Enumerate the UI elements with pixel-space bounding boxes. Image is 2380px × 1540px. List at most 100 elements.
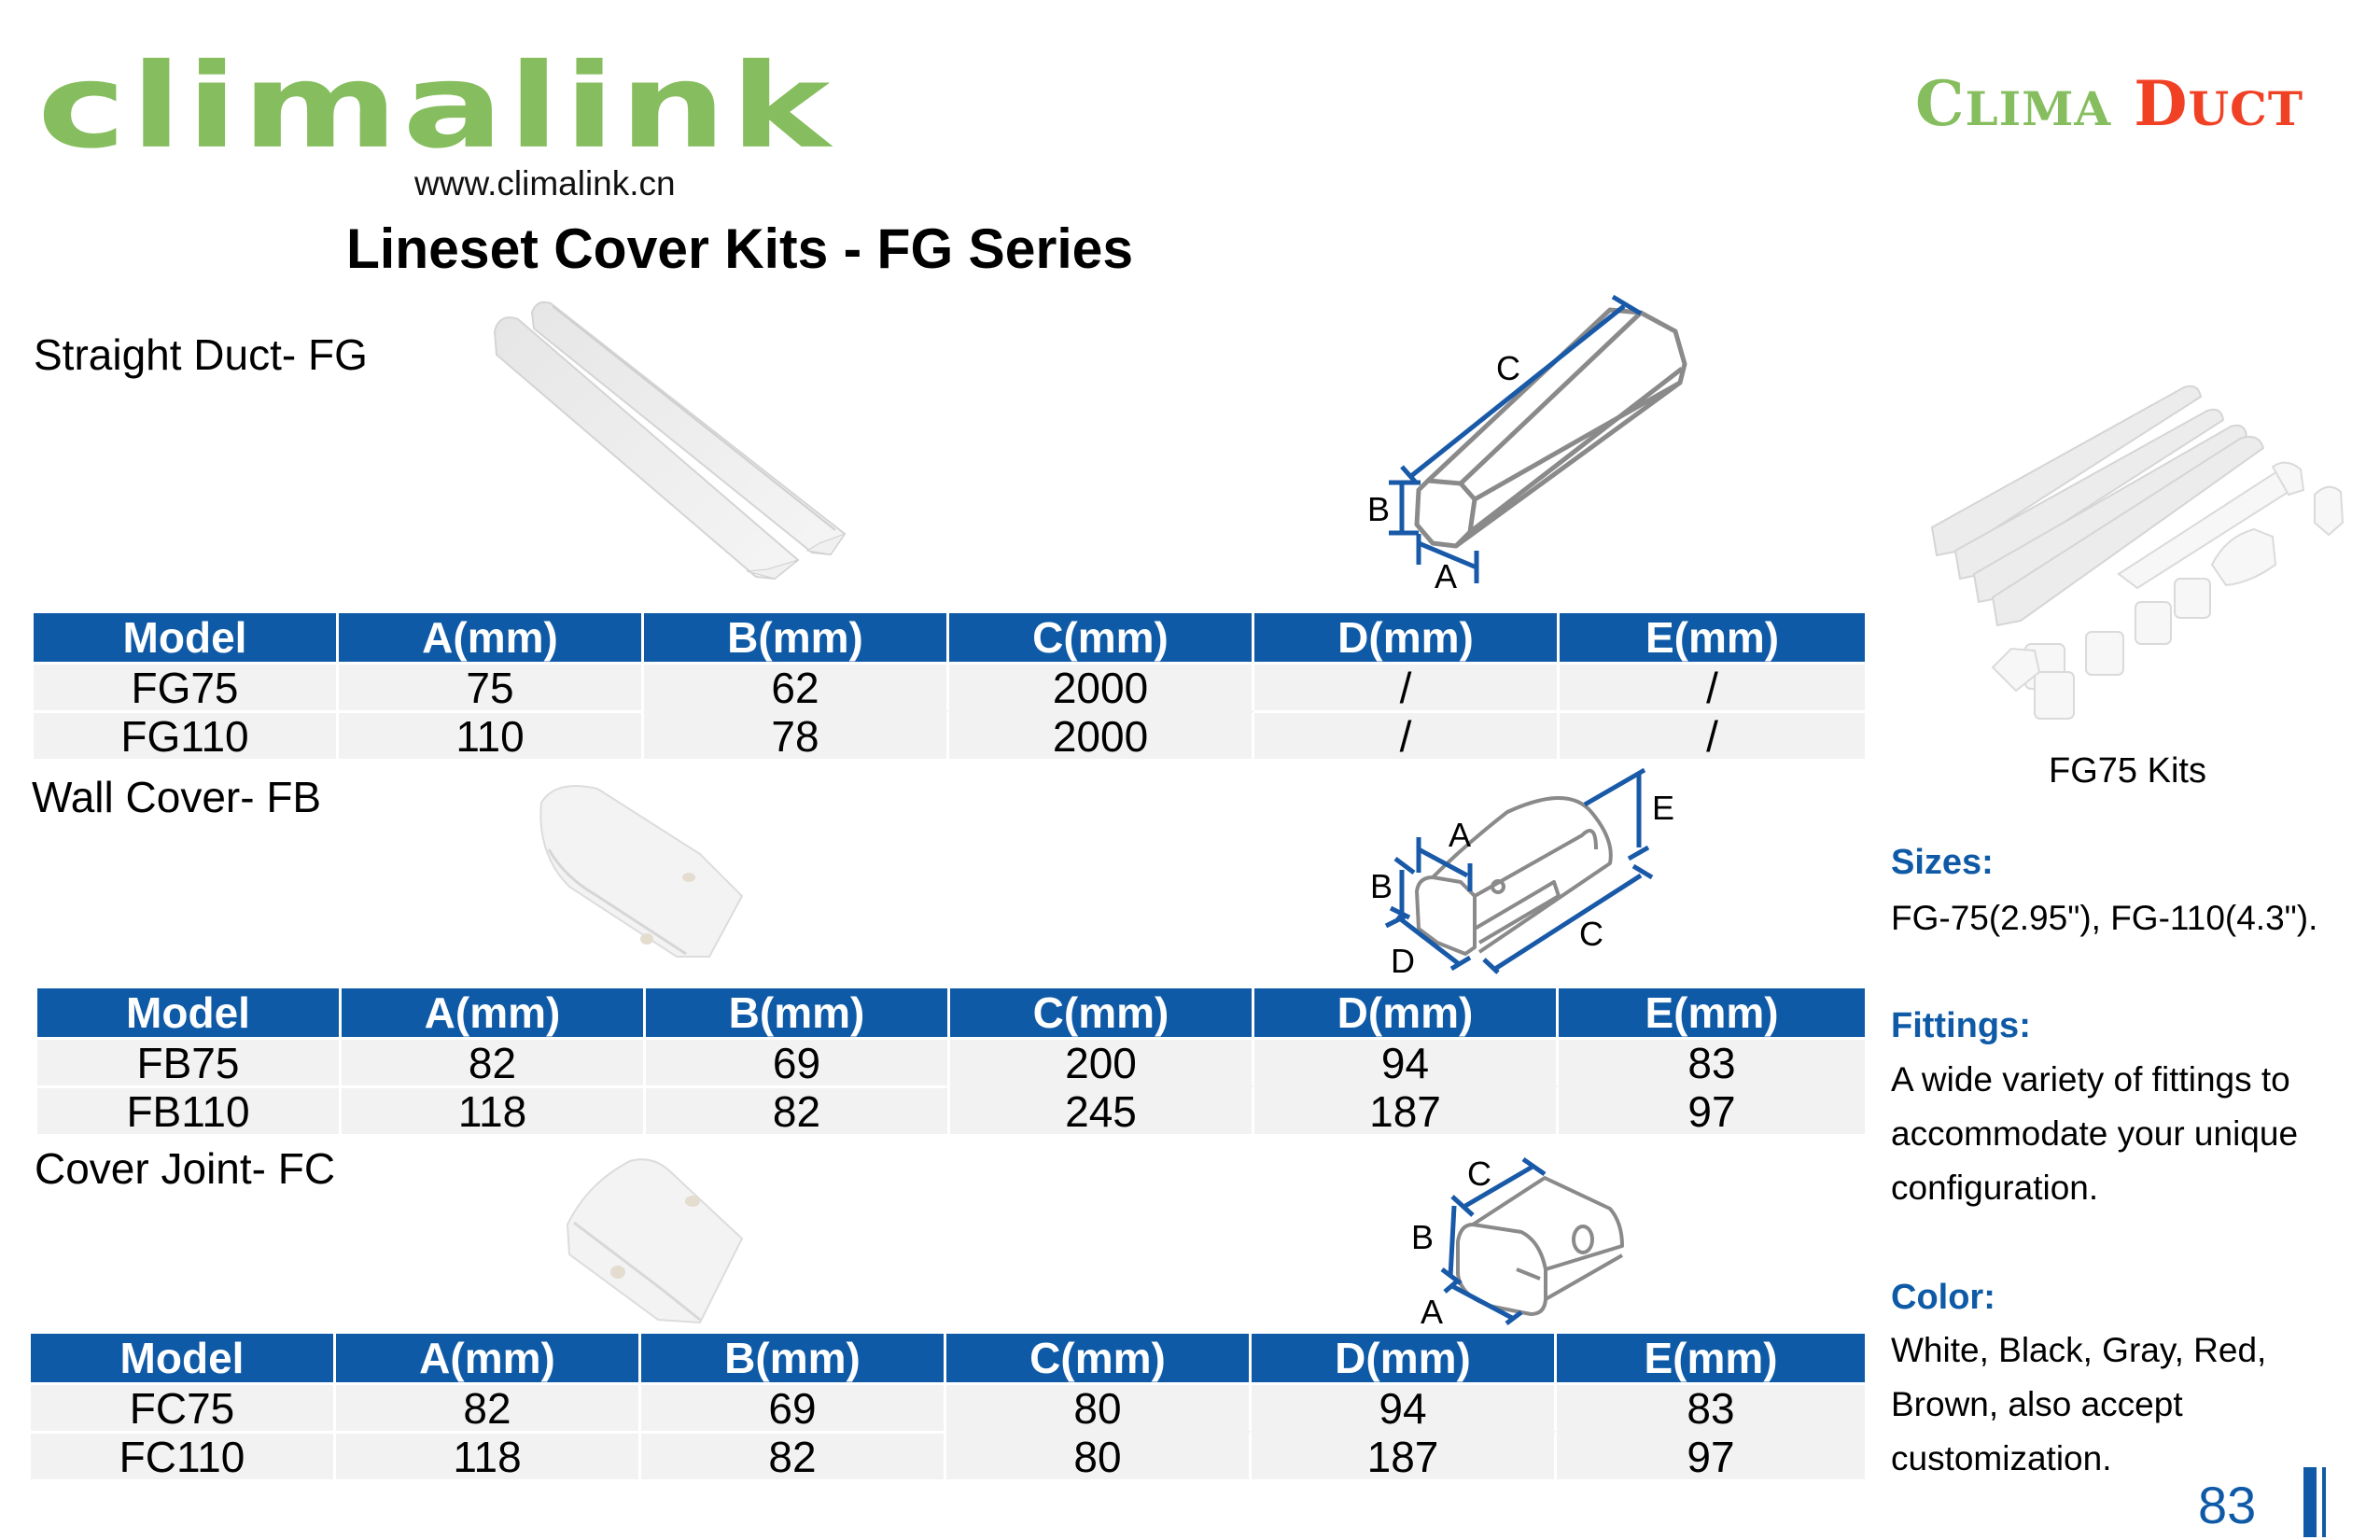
table-row: FC110 118 82 80 187 97 — [31, 1431, 1865, 1479]
cell-d: 94 — [1252, 1382, 1557, 1431]
cell-e: / — [1560, 710, 1865, 759]
cell-model: FB110 — [37, 1085, 342, 1134]
table-header-row: Model A(mm) B(mm) C(mm) D(mm) E(mm) — [37, 988, 1865, 1037]
diagram-label-c: C — [1496, 349, 1520, 387]
header-b: B(mm) — [646, 988, 950, 1037]
header-a: A(mm) — [339, 613, 644, 662]
header-model: Model — [34, 613, 339, 662]
cell-model: FB75 — [37, 1037, 342, 1085]
cell-a: 118 — [336, 1431, 641, 1479]
cell-b: 82 — [646, 1085, 950, 1134]
cell-b: 82 — [641, 1431, 946, 1479]
diagram-label-d: D — [1391, 942, 1415, 980]
website-url[interactable]: www.climalink.cn — [414, 164, 676, 203]
diagram-label-a: A — [1435, 557, 1457, 595]
cell-a: 118 — [342, 1085, 646, 1134]
cell-model: FC75 — [31, 1382, 336, 1431]
header-c: C(mm) — [949, 613, 1254, 662]
cell-a: 110 — [339, 710, 644, 759]
cell-d: 94 — [1254, 1037, 1559, 1085]
cover-joint-diagram: C B A — [1411, 1155, 1624, 1331]
cell-model: FG75 — [34, 662, 339, 710]
fittings-heading: Fittings: — [1891, 1006, 2031, 1045]
cell-model: FC110 — [31, 1431, 336, 1479]
straight-duct-diagram: C B A — [1367, 294, 1687, 595]
cell-a: 82 — [342, 1037, 646, 1085]
clima-duct-brand: CLIMA DUCT — [1915, 73, 2303, 134]
header-c: C(mm) — [946, 1334, 1252, 1382]
table-header-row: Model A(mm) B(mm) C(mm) D(mm) E(mm) — [31, 1334, 1865, 1382]
brand-duct-initial: D — [2134, 67, 2189, 140]
header-b: B(mm) — [641, 1334, 946, 1382]
page-title: Lineset Cover Kits - FG Series — [346, 217, 1134, 280]
color-text: White, Black, Gray, Red, Brown, also acc… — [1891, 1331, 2267, 1477]
cell-a: 82 — [336, 1382, 641, 1431]
brand-duct-rest: UCT — [2188, 81, 2304, 136]
cell-d: 187 — [1254, 1085, 1559, 1134]
fittings-text: A wide variety of fittings to accommodat… — [1891, 1060, 2299, 1207]
wall-cover-photo — [539, 785, 744, 958]
header-e: E(mm) — [1559, 988, 1865, 1037]
header-model: Model — [37, 988, 342, 1037]
diagram-label-e: E — [1652, 789, 1674, 827]
cell-c: 200 — [950, 1037, 1254, 1085]
table-row: FC75 82 69 80 94 83 — [31, 1382, 1865, 1431]
color-heading: Color: — [1891, 1278, 1995, 1317]
cell-d: / — [1254, 662, 1560, 710]
cover-joint-photo — [566, 1158, 744, 1324]
cell-b: 69 — [641, 1382, 946, 1431]
brand-clima-rest: LIMA — [1965, 81, 2112, 136]
diagram-label-b: B — [1411, 1218, 1434, 1256]
header-a: A(mm) — [336, 1334, 641, 1382]
page-number: 83 — [2198, 1476, 2257, 1534]
sizes-text: FG-75(2.95"), FG-110(4.3"). — [1891, 899, 2318, 937]
header-model: Model — [31, 1334, 336, 1382]
straight-duct-spec-table: Model A(mm) B(mm) C(mm) D(mm) E(mm) FG75… — [34, 613, 1865, 759]
cell-d: / — [1254, 710, 1560, 759]
header-b: B(mm) — [644, 613, 949, 662]
cell-b: 69 — [646, 1037, 950, 1085]
climalink-logo: climalink — [37, 38, 835, 175]
table-row: FG110 110 78 2000 / / — [34, 710, 1865, 759]
wall-cover-diagram: A B C D E — [1370, 767, 1674, 980]
diagram-label-c: C — [1467, 1155, 1491, 1193]
header-e: E(mm) — [1557, 1334, 1865, 1382]
header-d: D(mm) — [1254, 613, 1560, 662]
diagram-label-b: B — [1367, 490, 1390, 528]
cell-e: 83 — [1557, 1382, 1865, 1431]
diagram-label-c: C — [1579, 915, 1603, 953]
cell-c: 2000 — [949, 662, 1254, 710]
cell-e: 83 — [1559, 1037, 1865, 1085]
cell-e: 97 — [1559, 1085, 1865, 1134]
table-header-row: Model A(mm) B(mm) C(mm) D(mm) E(mm) — [34, 613, 1865, 662]
cell-e: 97 — [1557, 1431, 1865, 1479]
table-row: FB110 118 82 245 187 97 — [37, 1085, 1865, 1134]
cell-c: 80 — [946, 1382, 1252, 1431]
header-a: A(mm) — [342, 988, 646, 1037]
header-c: C(mm) — [950, 988, 1254, 1037]
table-row: FB75 82 69 200 94 83 — [37, 1037, 1865, 1085]
cell-model: FG110 — [34, 710, 339, 759]
fg75-kit-photo — [1930, 385, 2345, 720]
cell-c: 2000 — [949, 710, 1254, 759]
wall-cover-spec-table: Model A(mm) B(mm) C(mm) D(mm) E(mm) FB75… — [37, 988, 1865, 1134]
cell-c: 80 — [946, 1431, 1252, 1479]
table-row: FG75 75 62 2000 / / — [34, 662, 1865, 710]
sizes-heading: Sizes: — [1891, 843, 1994, 882]
header-e: E(mm) — [1560, 613, 1865, 662]
cell-a: 75 — [339, 662, 644, 710]
page-marker-bar-thin — [2322, 1467, 2326, 1537]
straight-duct-photo — [493, 301, 847, 581]
cover-joint-spec-table: Model A(mm) B(mm) C(mm) D(mm) E(mm) FC75… — [31, 1334, 1865, 1479]
cell-d: 187 — [1252, 1431, 1557, 1479]
section-label-straight-duct: Straight Duct- FG — [34, 330, 368, 379]
diagram-label-b: B — [1370, 867, 1393, 905]
cell-b: 78 — [644, 710, 949, 759]
diagram-label-a: A — [1421, 1293, 1443, 1331]
brand-clima-initial: C — [1915, 67, 1966, 140]
kits-caption: FG75 Kits — [2049, 751, 2206, 791]
cell-b: 62 — [644, 662, 949, 710]
diagram-label-a: A — [1449, 816, 1471, 854]
header-d: D(mm) — [1252, 1334, 1557, 1382]
header-d: D(mm) — [1254, 988, 1559, 1037]
